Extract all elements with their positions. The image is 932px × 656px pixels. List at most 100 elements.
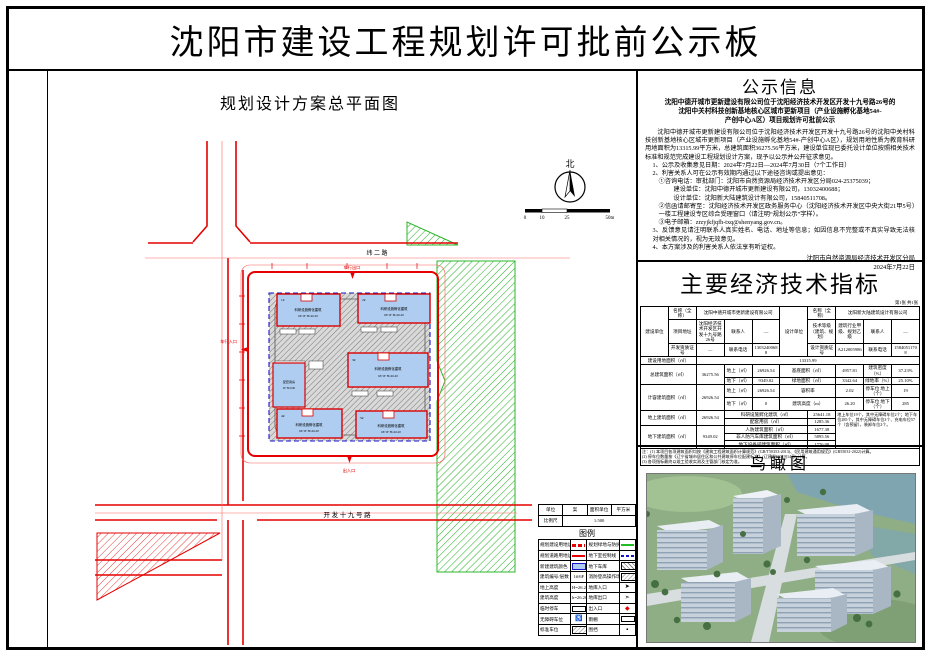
- notice-paragraph: 建设单位：沈阳中德开城市更新建设有限公司，13032400688；: [673, 186, 844, 194]
- notice-paragraph: 4、本方案涉及的利害关系人依法享有听证权。: [652, 243, 780, 251]
- indicators-table: 建设单位 名称（全称） 沈阳中德开城市更新建设有限公司 设计单位 名称（全称） …: [640, 306, 921, 466]
- strip-cell: 平方米: [610, 504, 637, 516]
- road-reserve-hatch: [96, 532, 221, 601]
- building-5: 5# 科研设施孵化建筑 6F/1F H=26.20: [355, 410, 428, 439]
- strip-cell: 比例尺: [537, 515, 564, 527]
- canopy-symbol: [620, 616, 635, 623]
- fence-symbol: ▪: [626, 626, 629, 633]
- entrance-markers: 车行出口 车行入口 出入口: [220, 264, 360, 474]
- svg-text:配套用房: 配套用房: [283, 379, 295, 384]
- exit-top-label: 车行出口: [344, 264, 361, 271]
- notice-date: 2024年7月22日: [873, 264, 915, 272]
- notice-paragraph: ①咨询电话：审批部门：沈阳市自然资源局经济技术开发区分局024-25375039…: [658, 178, 875, 186]
- svg-text:1#: 1#: [281, 298, 285, 302]
- header: 沈阳市建设工程规划许可批前公示板: [9, 9, 922, 71]
- road-centerlines: [95, 141, 570, 560]
- site-dimension-line: [240, 264, 446, 464]
- legend-title: 图例: [579, 529, 595, 538]
- svg-text:6F/1F H=26.20: 6F/1F H=26.20: [299, 429, 319, 433]
- notice-paragraph: 1、公示及收集意见日期：2024年7月22日—2024年7月30日（7个工作日）: [652, 161, 851, 169]
- notice-paragraph: 沈阳中德开城市更新建设有限公司位于沈阳经济技术开发区开发十九号路26号的沈阳中关…: [645, 129, 915, 161]
- table-row: 总建筑面积（㎡） 36275.56 地上（㎡） 26926.54 基底面积（㎡）…: [640, 363, 920, 385]
- svg-text:科研设施孵化建筑: 科研设施孵化建筑: [295, 422, 323, 427]
- table-row: 地下（㎡） 0 建筑高度（m） 26.20 停车位 地下（个） 285: [641, 397, 920, 411]
- fire-lane-symbol: [620, 572, 635, 581]
- strip-cell: 案: [562, 504, 588, 516]
- entry-bottom-label: 出入口: [343, 467, 356, 474]
- blue-dash-symbol: [620, 554, 634, 557]
- legend-table: 规划建设用地边线 规划绿地与防护绿线 规划道路用地边线 地下室控制线 新建建筑颜…: [537, 539, 636, 636]
- svg-text:6F/1F H=26.20: 6F/1F H=26.20: [381, 430, 401, 434]
- temp-parking-symbol: [572, 605, 586, 612]
- table-row: 建设单位 名称（全称） 沈阳中德开城市更新建设有限公司 设计单位 名称（全称） …: [640, 306, 920, 357]
- svg-text:50m: 50m: [606, 216, 615, 221]
- north-compass-icon: 北: [554, 159, 586, 203]
- sheet-note: 第1张 共1张: [894, 300, 918, 305]
- table-row: 注：(1) 本项目各项建筑面积均按《建筑工程建筑面积计算规范》(GB/T5035…: [640, 447, 920, 466]
- notice-body: 沈阳中德开城市更新建设有限公司位于沈阳经济技术开发区开发十九号路26号的沈阳中关…: [645, 129, 915, 252]
- main-area: 规划设计方案总平面图 北 0 10 25 50m: [9, 71, 922, 647]
- svg-text:6F/1F H=26.20: 6F/1F H=26.20: [384, 313, 404, 317]
- notice-paragraph: 设计单位：沈阳新大陆建筑设计有限公司，15840511708。: [673, 194, 832, 202]
- table-notes: 注：(1) 本项目各项建筑面积均按《建筑工程建筑面积计算规范》(GB/T5035…: [640, 447, 920, 466]
- sheet-margin-line: [47, 71, 48, 647]
- page-title: 沈阳市建设工程规划许可批前公示板: [169, 24, 762, 62]
- strip-cell: 1:500: [562, 515, 636, 527]
- legend-row: 新建建筑颜色 地下车库: [537, 560, 636, 572]
- trees: [647, 488, 901, 630]
- aerial-render: [646, 473, 916, 643]
- table-row: 项目地址 沈阳经济技术开发区开发十九号路26号 联系人 — 技术等级（建筑、规划…: [641, 319, 920, 344]
- basement-control-line: [268, 292, 431, 442]
- green-line-symbol: [620, 544, 634, 547]
- outer-frame: [6, 6, 925, 650]
- svg-text:0: 0: [524, 216, 527, 221]
- notice-paragraph: ②信函请邮寄至：沈阳经济技术开发区政务服务中心（沈阳经济技术开发区中央大街21甲…: [658, 202, 915, 219]
- title-strip-table: 单位 案 面积单位 平方米 比例尺 1:500: [537, 504, 637, 527]
- aerial-render-image: [647, 474, 915, 642]
- plan-title: 规划设计方案总平面图: [220, 95, 400, 113]
- notice-section: 公示信息 沈阳中德开城市更新建设有限公司位于沈阳经济技术开发区开发十九号路26号…: [638, 71, 922, 271]
- plan-tables: 单位 案 面积单位 平方米 比例尺 1:500 图例 规划建设用地边线: [537, 504, 637, 636]
- legend-row: 建筑高度 h=26.20 地库出口 ➣: [537, 592, 636, 604]
- garage-entry-arrow-icon: ➤: [624, 584, 630, 591]
- table-row: 地上建筑面积（㎡） 26926.54 科研设施孵化建筑（㎡） 25641.18 …: [640, 410, 920, 449]
- notice-subtitle: 沈阳中德开城市更新建设有限公司位于沈阳经济技术开发区开发十九号路26号的 沈阳中…: [664, 99, 896, 124]
- svg-text:3#: 3#: [352, 358, 356, 362]
- site-boundary: [247, 271, 439, 457]
- notice-paragraph: 3、反馈意见请注明联系人真实姓名、电话、地址等信息；如因信息不完整或不真实导致无…: [652, 227, 915, 243]
- table-row: 地下建筑面积（㎡） 9349.02 人防建筑面积（㎡） 1677.38: [640, 425, 920, 449]
- garage-exit-arrow-icon: ➣: [624, 594, 630, 601]
- scale-bar: 0 10 25 50m: [524, 208, 615, 221]
- legend-row: 无障碍车位 ♿ 雨棚: [537, 613, 636, 625]
- indicators-section: 主要经济技术指标 第1张 共1张 建设单位 名称（全称） 沈阳中德开城市更新建设…: [638, 262, 922, 466]
- green-area: [406, 221, 516, 573]
- info-pane: 公示信息 沈阳中德开城市更新建设有限公司位于沈阳经济技术开发区开发十九号路26号…: [638, 71, 922, 647]
- building-2: 2# 科研设施孵化建筑 6F/1F H=26.20: [357, 293, 431, 324]
- table-row: 开发资质证号 — 联系电话 13032400688 设计资质证号 A212005…: [641, 343, 920, 357]
- gate-arrow-icon: ◆: [624, 605, 630, 612]
- svg-text:25: 25: [565, 216, 571, 221]
- svg-text:科研设施孵化建筑: 科研设施孵化建筑: [294, 307, 322, 312]
- strip-cell: 单位: [537, 504, 564, 516]
- road-network: [95, 141, 532, 645]
- wheelchair-icon: ♿: [575, 616, 583, 623]
- road-label-kaifa19: 开 发 十 九 号 路: [323, 510, 371, 519]
- notice-paragraph: ③电子邮箱：zrzyjkfjqfh-txq@shenyang.gov.cn。: [658, 219, 787, 227]
- building-annex: 配套用房 2F H=9.90: [272, 362, 306, 408]
- table-row: 计容建筑面积（㎡） 26926.54 地上（㎡） 26926.54 容积率 2.…: [640, 384, 920, 411]
- site-plan-drawing: 规划设计方案总平面图 北 0 10 25 50m: [95, 95, 615, 645]
- legend-row: 地上高度 H=26.20 地库入口 ➤: [537, 581, 636, 594]
- svg-text:6F/1F H=26.20: 6F/1F H=26.20: [378, 374, 398, 378]
- aerial-section: 鸟瞰图: [638, 447, 922, 647]
- svg-text:6F/1F H=26.20: 6F/1F H=26.20: [298, 314, 318, 318]
- legend-row: 标准车位 围挡 ▪: [537, 623, 636, 636]
- notice-title: 公示信息: [742, 78, 818, 97]
- legend-row: 规划建设用地边线 规划绿地与防护绿线: [537, 539, 636, 551]
- svg-text:4#: 4#: [281, 414, 285, 418]
- site-plan-pane: 规划设计方案总平面图 北 0 10 25 50m: [9, 71, 638, 647]
- aerial-title: 鸟瞰图: [749, 456, 810, 473]
- dimension-ticks: [239, 263, 418, 437]
- red-line-symbol: [572, 554, 586, 557]
- svg-text:5#: 5#: [360, 416, 364, 420]
